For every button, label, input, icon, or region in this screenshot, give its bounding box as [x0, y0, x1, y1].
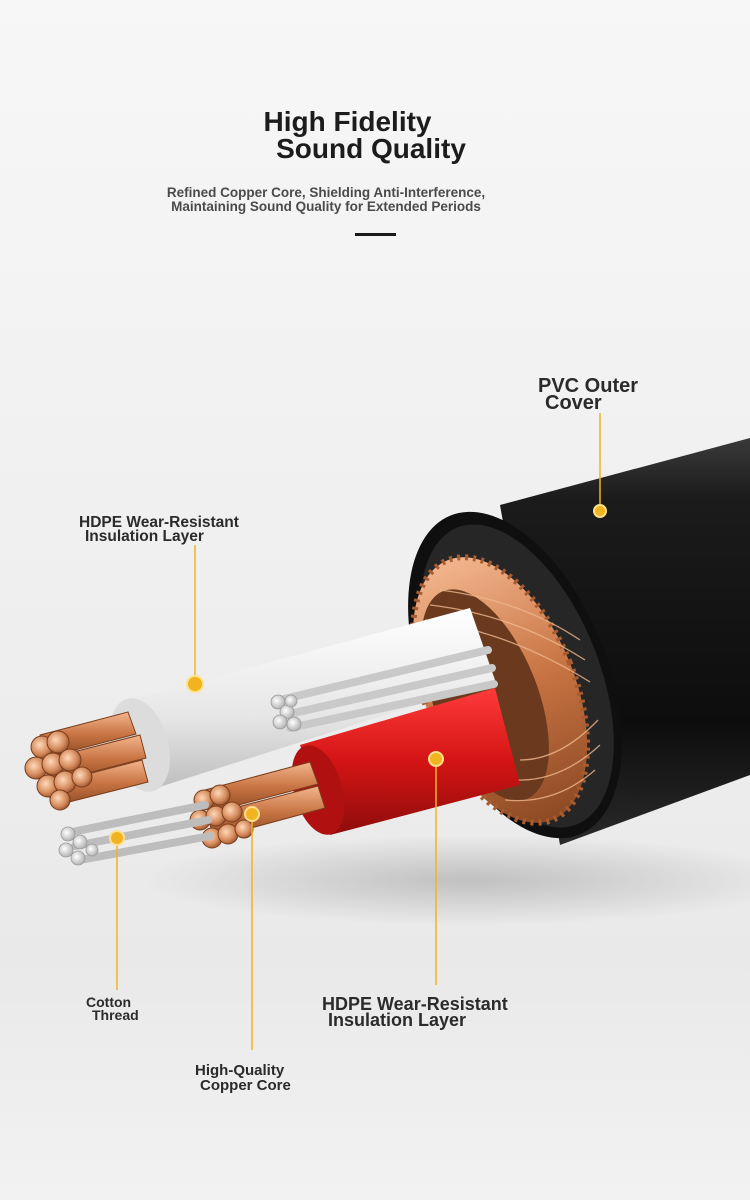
- title-line-1: High Fidelity: [263, 106, 432, 137]
- label-copper-line-2: Copper Core: [200, 1077, 291, 1094]
- marker-copper-core: [244, 806, 260, 822]
- label-hdpe-red-line-1: HDPE Wear-Resistant: [322, 994, 508, 1014]
- label-pvc-outer-cover: PVC Outer Cover: [538, 375, 639, 414]
- label-cotton-line-1: Cotton: [86, 994, 132, 1010]
- label-copper-line-1: High-Quality: [195, 1062, 285, 1079]
- label-hdpe-white-line-1: HDPE Wear-Resistant: [79, 514, 239, 531]
- subtitle: Refined Copper Core, Shielding Anti-Inte…: [0, 186, 750, 214]
- label-cotton-line-2: Thread: [92, 1007, 139, 1023]
- label-copper-core: High-Quality Copper Core: [195, 1063, 291, 1093]
- subtitle-line-1: Refined Copper Core, Shielding Anti-Inte…: [166, 185, 486, 200]
- label-hdpe-red: HDPE Wear-Resistant Insulation Layer: [322, 994, 508, 1030]
- title-divider: [355, 233, 396, 236]
- marker-hdpe-white: [186, 675, 204, 693]
- silver-filler-strands: [270, 646, 498, 732]
- page-title: High Fidelity Sound Quality: [0, 106, 750, 164]
- label-cotton-thread: Cotton Thread: [86, 994, 139, 1023]
- leader-lines: [116, 413, 601, 1050]
- subtitle-line-2: Maintaining Sound Quality for Extended P…: [171, 199, 481, 214]
- marker-cotton-thread: [109, 830, 125, 846]
- marker-hdpe-red: [428, 751, 444, 767]
- white-insulated-conductor: [24, 608, 495, 811]
- title-line-2: Sound Quality: [276, 133, 466, 164]
- label-hdpe-red-line-2: Insulation Layer: [328, 1010, 467, 1030]
- label-pvc-line-1: PVC Outer: [538, 375, 639, 397]
- cotton-thread-bundle: [58, 801, 214, 866]
- marker-pvc-outer-cover: [593, 504, 607, 518]
- label-pvc-line-2: Cover: [545, 392, 602, 414]
- label-hdpe-white: HDPE Wear-Resistant Insulation Layer: [79, 514, 239, 545]
- red-insulated-conductor: [189, 688, 520, 849]
- floor-shadow: [140, 835, 750, 925]
- label-hdpe-white-line-2: Insulation Layer: [85, 528, 204, 545]
